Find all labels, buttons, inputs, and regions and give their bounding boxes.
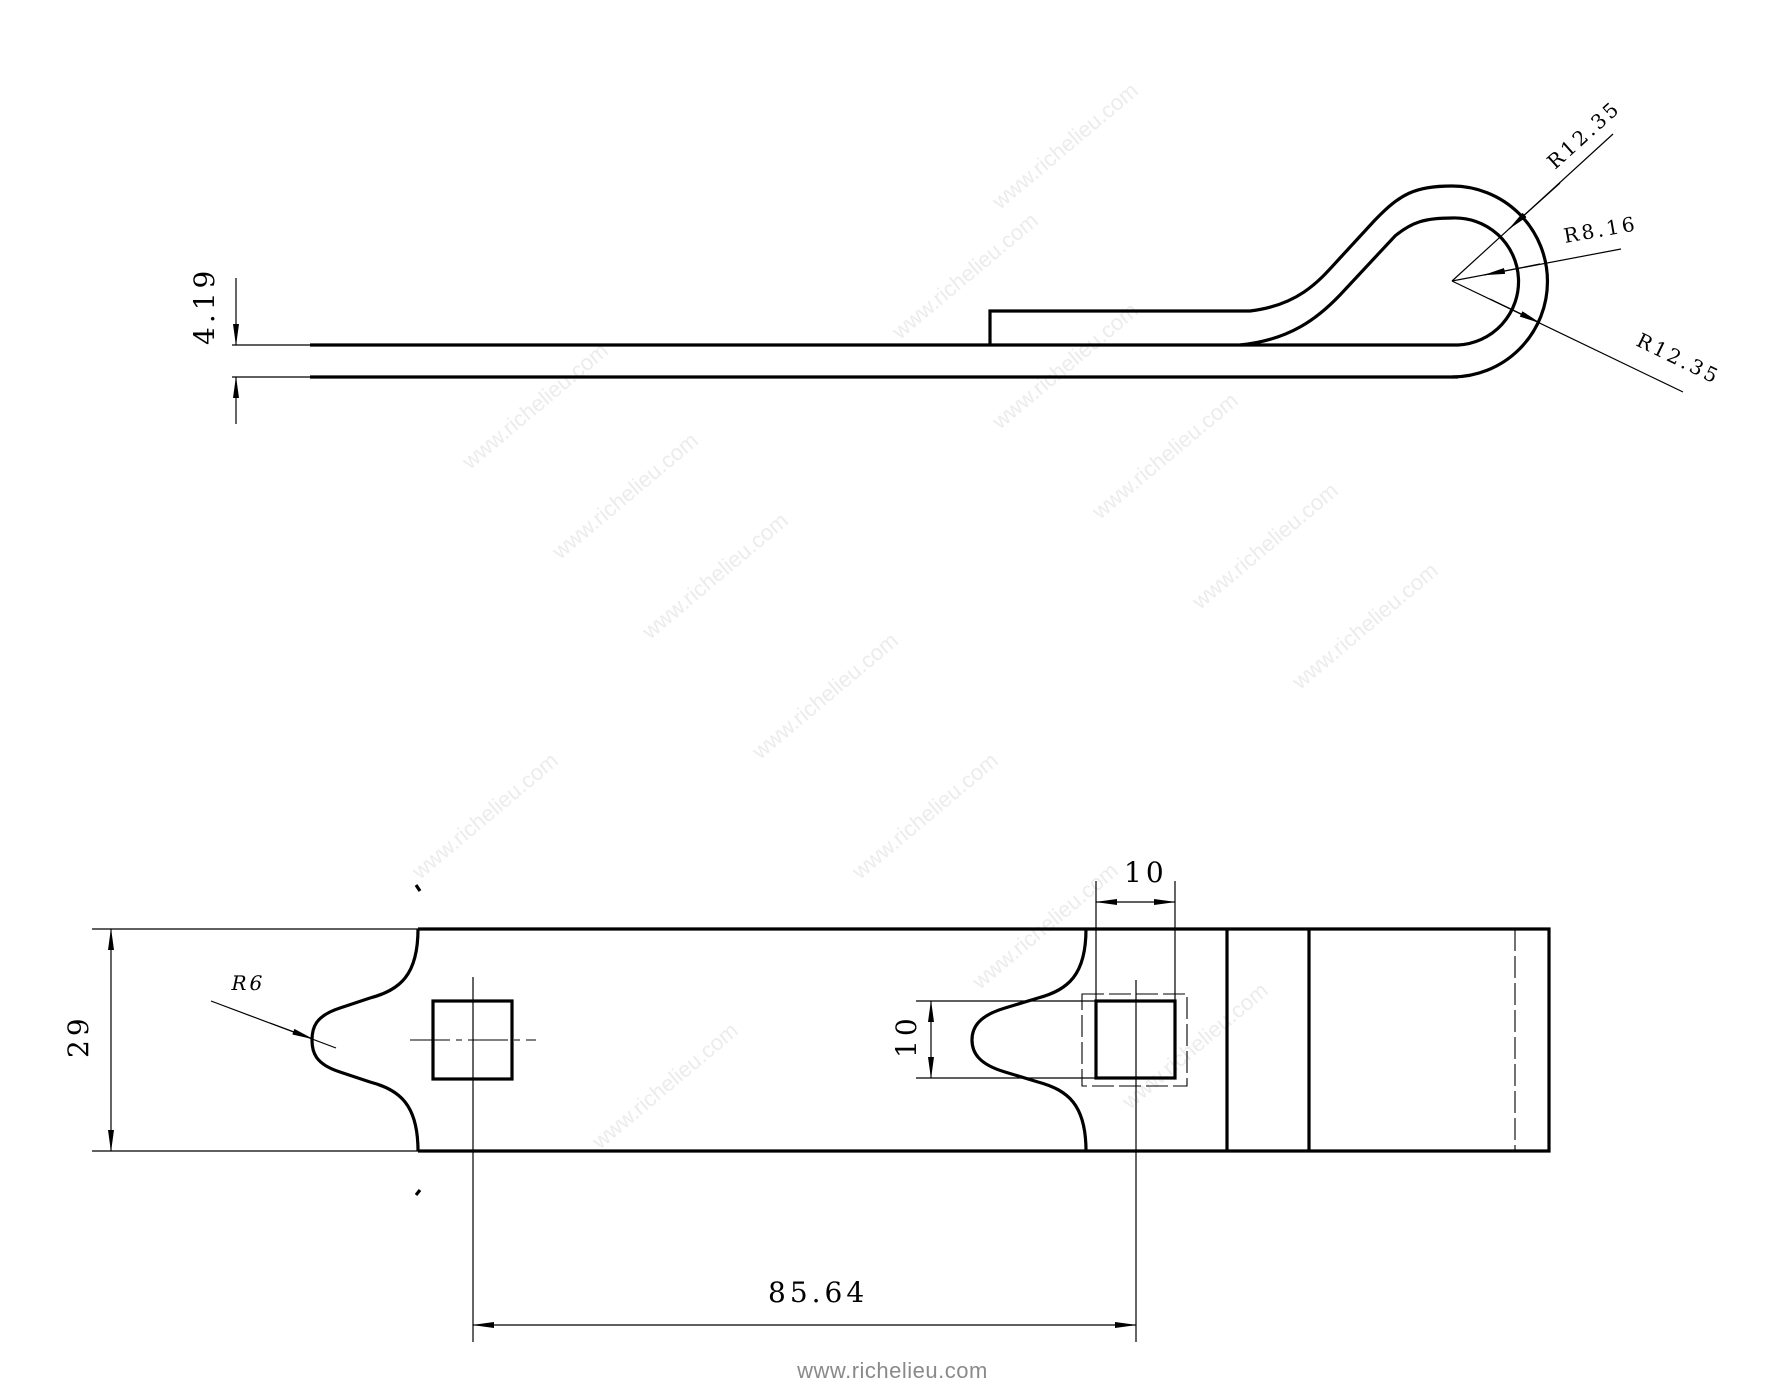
arrow-r6 [269,1022,314,1040]
svg-text:www.richelieu.com: www.richelieu.com [1286,558,1442,695]
width-dimension: 29 [62,1014,95,1058]
arrow-r-upper [1508,182,1561,230]
square-hole-right-clearance [1081,993,1188,1087]
radius-label-lower: R12.35 [1633,328,1725,389]
hook-inner-curve [990,216,1453,347]
hook-outer-arc [1451,184,1550,379]
folded-tab [988,184,1453,345]
notch-radius-label: R6 [229,971,268,995]
footer-url: www.richelieu.com [797,1358,988,1383]
svg-text:www.richelieu.com: www.richelieu.com [846,748,1002,885]
left-notch [310,928,420,1152]
svg-text:www.richelieu.com: www.richelieu.com [886,208,1042,345]
side-view: 4.19 R12.35 R8.16 R12.35 [188,95,1725,424]
svg-text:www.richelieu.com: www.richelieu.com [966,858,1122,995]
radius-label-inner: R8.16 [1562,211,1640,248]
hole-height-dimension: 10 [890,1014,923,1058]
arrow-r-inner [1483,263,1541,276]
tick-mark [414,1189,422,1196]
svg-text:www.richelieu.com: www.richelieu.com [636,508,792,645]
svg-text:www.richelieu.com: www.richelieu.com [406,748,562,885]
svg-text:www.richelieu.com: www.richelieu.com [986,298,1142,435]
svg-text:www.richelieu.com: www.richelieu.com [456,338,612,475]
arrow-r-lower [1489,298,1541,324]
plan-view: 29 R6 10 10 85.64 [62,856,1551,1342]
plate-outline [418,927,1551,1153]
middle-notch [970,928,1088,1152]
svg-text:www.richelieu.com: www.richelieu.com [546,428,702,565]
svg-text:www.richelieu.com: www.richelieu.com [1186,478,1342,615]
svg-text:www.richelieu.com: www.richelieu.com [986,78,1142,215]
svg-text:www.richelieu.com: www.richelieu.com [1086,388,1242,525]
hook-inner-arc [1240,216,1521,347]
thickness-dimension: 4.19 [188,267,221,345]
watermark-layer: www.richelieu.com www.richelieu.com www.… [406,78,1442,1155]
svg-text:www.richelieu.com: www.richelieu.com [746,628,902,765]
svg-text:www.richelieu.com: www.richelieu.com [586,1018,742,1155]
hole-width-dimension: 10 [1124,856,1168,889]
tick-mark [414,884,422,892]
svg-text:www.richelieu.com: www.richelieu.com [1116,978,1272,1115]
hole-spacing-dimension: 85.64 [768,1276,868,1309]
